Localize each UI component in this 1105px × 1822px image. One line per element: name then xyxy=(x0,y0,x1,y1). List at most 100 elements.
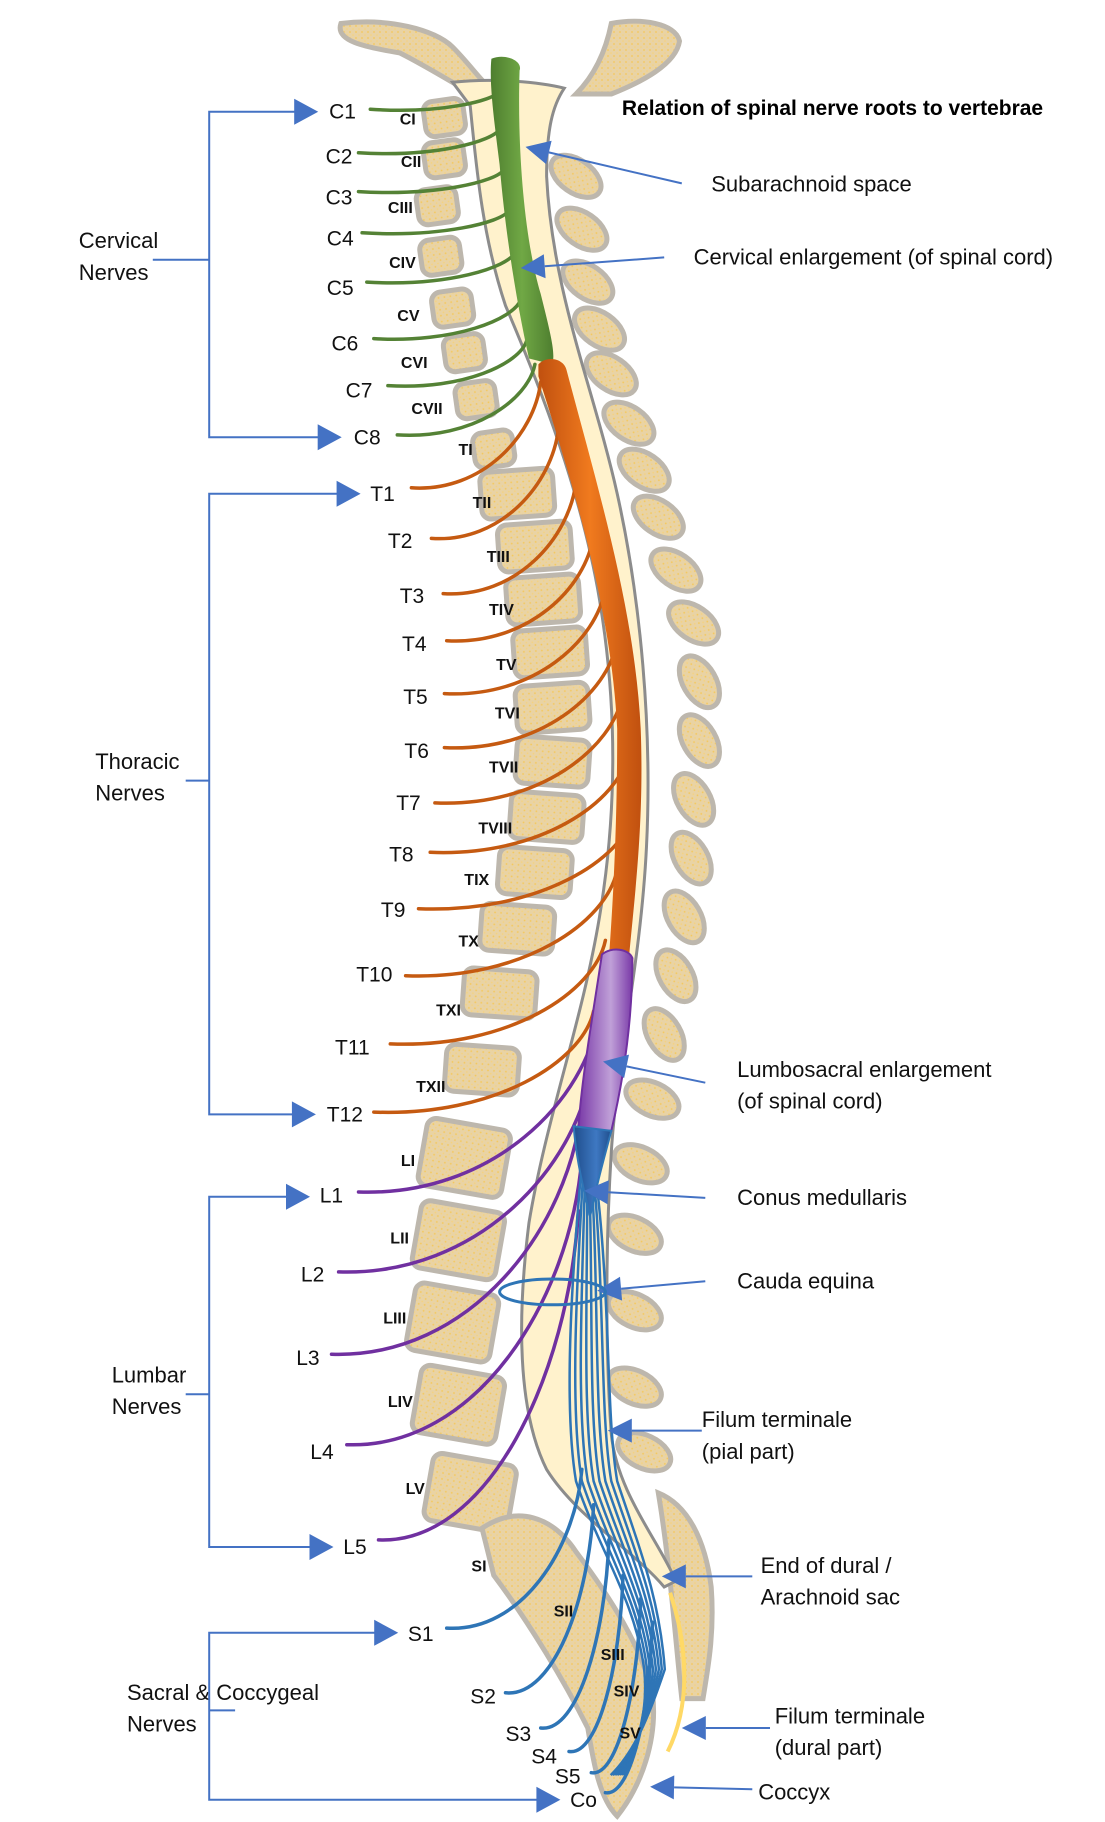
vertebral-body xyxy=(510,624,591,681)
vertebra-label-tiv: TIV xyxy=(489,602,514,619)
spinous-process xyxy=(572,305,627,353)
nerve-label-t2: T2 xyxy=(388,530,413,553)
nerve-label-c8: C8 xyxy=(354,426,381,449)
annotation-label-filum-terminale-dural-line2: (dural part) xyxy=(775,1735,883,1760)
nerve-label-c6: C6 xyxy=(332,332,359,355)
pointer-arrowhead-icon xyxy=(584,1180,609,1205)
nerve-label-l5: L5 xyxy=(343,1536,366,1559)
nerve-root-l5 xyxy=(376,1209,581,1542)
pointer-line xyxy=(608,1191,706,1199)
vertebral-body xyxy=(477,465,558,522)
vertebra-label-ti: TI xyxy=(459,442,473,459)
nerve-root-t11 xyxy=(388,938,608,1046)
vertebral-body xyxy=(413,184,461,228)
spinous-process xyxy=(605,1289,664,1333)
pointer-arrowhead-icon xyxy=(607,1418,632,1443)
vertebral-body xyxy=(470,427,518,471)
vertebra-label-lv: LV xyxy=(406,1481,426,1498)
nerve-label-t9: T9 xyxy=(381,899,406,922)
arrowhead-icon xyxy=(336,480,361,507)
spinous-process xyxy=(554,205,610,253)
annotation-filum-terminale-pial: Filum terminale(pial part) xyxy=(607,1407,852,1464)
group-label-sacral: Sacral & Coccygeal xyxy=(127,1680,319,1705)
vertebral-body xyxy=(452,378,500,422)
nerve-root-s1 xyxy=(444,1467,584,1630)
nerve-label-t6: T6 xyxy=(404,740,429,763)
vertebra-label-tx: TX xyxy=(459,933,480,950)
nerve-root-t2 xyxy=(429,427,561,541)
annotation-cervical-enlargement: Cervical enlargement (of spinal cord) xyxy=(520,245,1053,279)
vertebra-label-tvii: TVII xyxy=(489,759,518,776)
nerve-root-t12 xyxy=(372,1009,596,1115)
pointer-arrowhead-icon xyxy=(681,1716,706,1740)
vertebra-label-tvi: TVI xyxy=(495,705,520,722)
pointer-line xyxy=(544,256,665,268)
spinal-cord-thoracic xyxy=(538,359,642,959)
nerve-root-t10 xyxy=(403,868,619,978)
group-label-thoracic-line2: Nerves xyxy=(95,781,165,806)
nerve-roots-layer xyxy=(329,89,687,1795)
spinous-process xyxy=(676,712,722,769)
vertebral-body xyxy=(506,789,587,845)
pointer-arrowhead-icon xyxy=(603,1054,629,1079)
bracket-line xyxy=(208,1195,312,1548)
pointer-line xyxy=(626,1065,706,1084)
spinous-process xyxy=(676,653,722,711)
spinous-process xyxy=(616,446,672,494)
arrowhead-icon xyxy=(536,1786,561,1813)
nerve-label-c3: C3 xyxy=(326,187,353,210)
vertebral-body xyxy=(420,96,468,140)
arrowhead-icon xyxy=(317,424,342,451)
bracket-line xyxy=(208,492,339,1116)
cauda-equina-ring xyxy=(498,1277,607,1307)
cauda-equina-strand xyxy=(592,1163,667,1776)
nerve-label-l1: L1 xyxy=(320,1185,343,1208)
nerve-root-s2 xyxy=(503,1502,596,1695)
spinous-process xyxy=(653,947,699,1004)
vertebra-label-ci: CI xyxy=(400,112,416,129)
nerve-label-t1: T1 xyxy=(370,483,395,506)
annotation-cauda-equina: Cauda equina xyxy=(597,1268,875,1301)
group-brackets-layer: CervicalNervesThoracicNervesLumbarNerves… xyxy=(79,98,561,1813)
annotation-label-coccyx: Coccyx xyxy=(758,1780,830,1805)
spinous-process xyxy=(623,1077,682,1121)
pointer-arrowhead-icon xyxy=(525,140,552,165)
arrowhead-icon xyxy=(374,1619,399,1646)
annotation-label-conus-medullaris: Conus medullaris xyxy=(737,1185,907,1210)
nerve-label-t10: T10 xyxy=(356,964,392,987)
sacrum xyxy=(479,1513,656,1820)
spinous-process xyxy=(668,829,714,887)
vertebral-body xyxy=(512,733,593,790)
bracket-line xyxy=(208,110,320,439)
nerve-root-c4 xyxy=(360,209,510,236)
nerve-root-c7 xyxy=(386,339,529,388)
spinous-process xyxy=(605,1212,664,1256)
vertebral-body xyxy=(494,518,575,575)
nerve-root-t5 xyxy=(442,586,608,696)
conus-medullaris-shape xyxy=(572,1125,613,1217)
arrowhead-icon xyxy=(291,1101,316,1128)
spinous-process xyxy=(611,1142,670,1186)
nerve-label-l2: L2 xyxy=(301,1263,324,1286)
nerve-label-s2: S2 xyxy=(470,1685,496,1708)
vertebral-body xyxy=(415,1115,513,1200)
vertebra-label-ciii: CIII xyxy=(388,200,413,217)
nerve-root-s4 xyxy=(567,1573,625,1754)
nerve-label-c1: C1 xyxy=(329,101,356,124)
bracket-line xyxy=(208,1631,539,1801)
nerve-label-co: Co xyxy=(570,1789,597,1812)
spinous-process xyxy=(648,546,704,594)
spinous-process xyxy=(641,1006,687,1063)
spinous-process xyxy=(605,1365,664,1409)
vertebral-body xyxy=(503,571,584,628)
vertebra-label-txii: TXII xyxy=(416,1079,445,1096)
annotation-lumbosacral-enlargement: Lumbosacral enlargement(of spinal cord) xyxy=(603,1054,991,1114)
vertebrae-layer xyxy=(337,18,722,1820)
vertebral-body xyxy=(477,900,558,957)
nerve-label-t8: T8 xyxy=(389,844,414,867)
nerve-label-l4: L4 xyxy=(310,1441,334,1464)
annotation-label-subarachnoid-space: Subarachnoid space xyxy=(711,172,912,197)
vertebra-label-tviii: TVIII xyxy=(478,821,512,838)
